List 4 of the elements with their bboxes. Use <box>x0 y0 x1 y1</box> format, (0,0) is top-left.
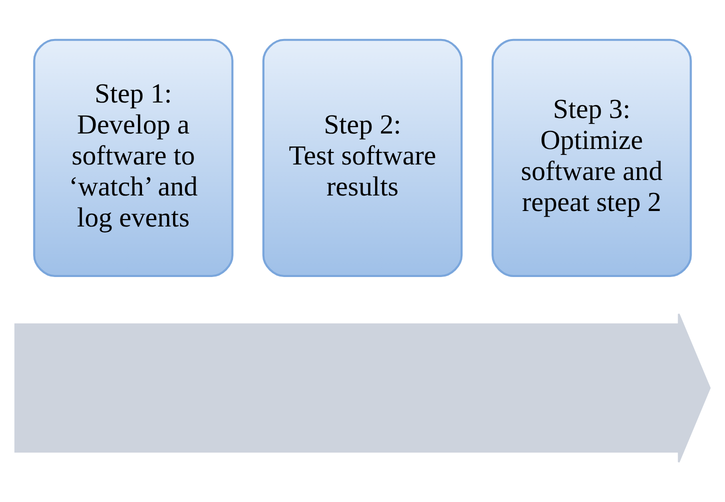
node-box: Step 3: Optimize software and repeat step 2 <box>492 38 692 278</box>
node-arrow <box>14 313 711 463</box>
node-box: Step 2: Test software results <box>262 38 463 278</box>
node-box: Step 1: Develop a software to ‘watch’ and log events <box>33 38 234 278</box>
